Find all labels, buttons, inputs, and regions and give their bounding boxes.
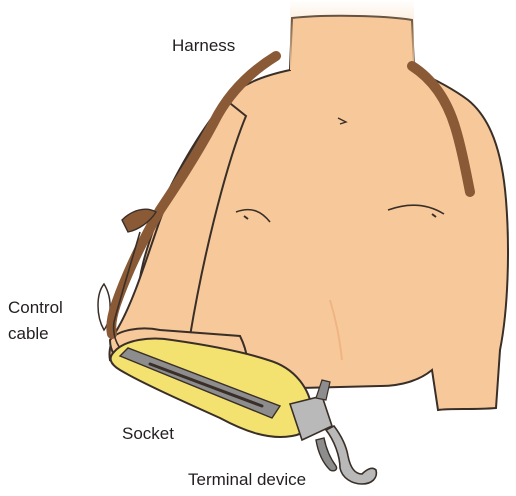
control-cable-label-line1: Control [8,298,63,318]
control-cable-label-line2: cable [8,324,49,344]
socket-label: Socket [122,424,174,444]
terminal-device-label: Terminal device [188,470,306,490]
harness-label: Harness [172,36,235,56]
terminal-device-hook [326,426,376,484]
neck [290,0,414,70]
